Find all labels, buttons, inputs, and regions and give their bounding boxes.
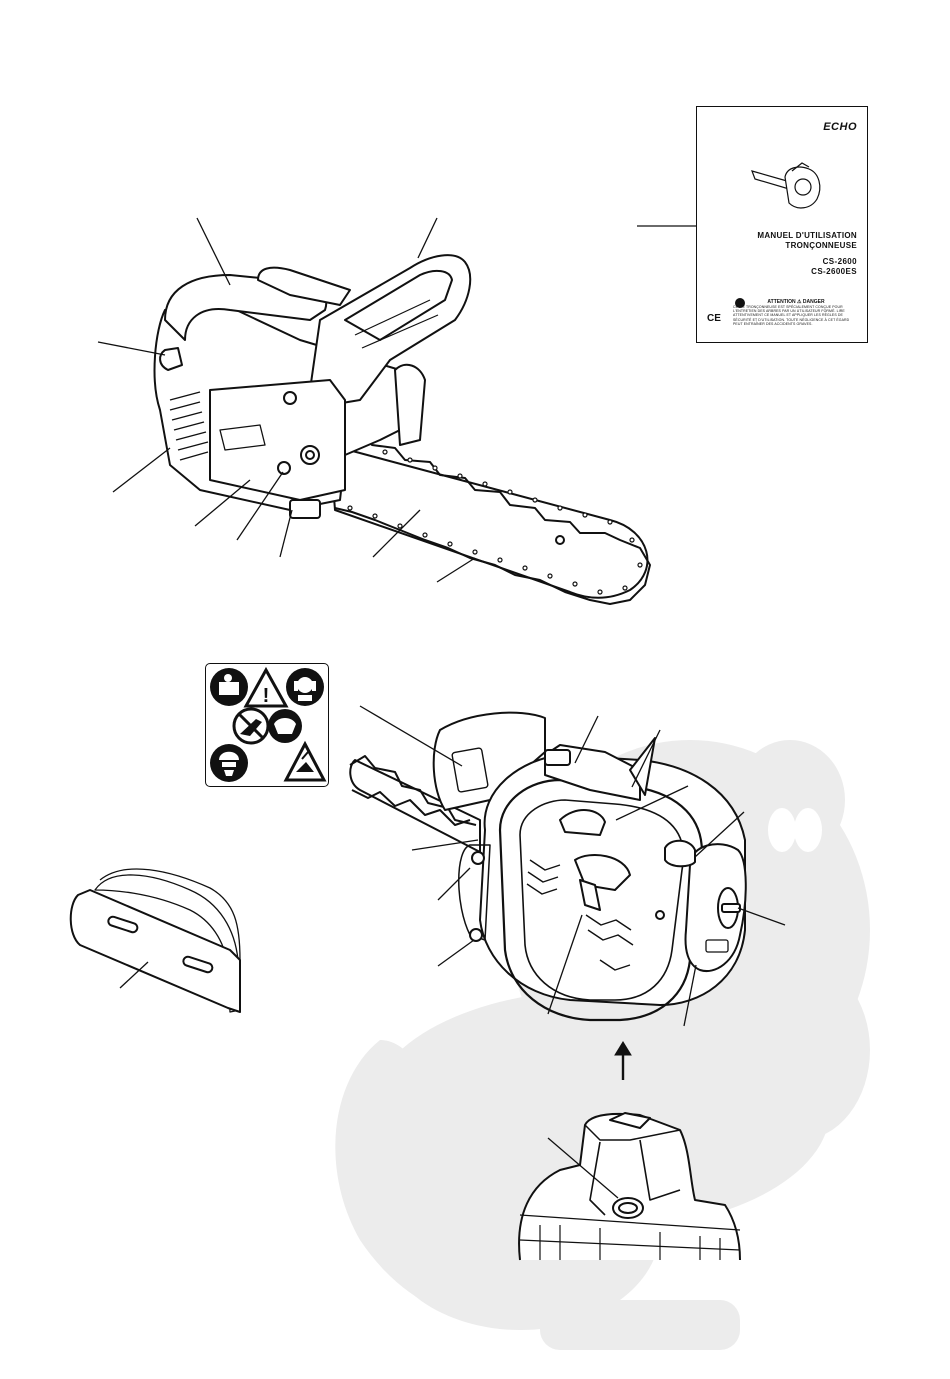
- chainsaw-top-view: [153, 254, 651, 605]
- read-manual-icon: [210, 668, 248, 706]
- ear-protection-icon: [286, 668, 324, 706]
- safety-pictograms: !: [210, 666, 327, 782]
- echo-logo: ECHO: [823, 121, 857, 133]
- leader-lines-rear: [359, 705, 786, 1027]
- model-number-2: CS-2600ES: [811, 267, 857, 276]
- helmet-icon: [210, 744, 248, 782]
- manual-cover: ECHO MANUEL D'UTILISATION TRONÇONNEUSE C…: [696, 106, 868, 343]
- scabbard-illustration: [69, 868, 241, 1013]
- two-hands-icon: [268, 709, 302, 743]
- leader-line-scabbard: [119, 961, 149, 989]
- warning-text: CETTE TRONÇONNEUSE EST SPÉCIALEMENT CONÇ…: [733, 305, 850, 326]
- manual-title-line1: MANUEL D'UTILISATION: [757, 231, 857, 240]
- leader-lines-top: [97, 217, 696, 583]
- chainsaw-rear-view: [349, 711, 747, 1022]
- leader-line-detail: [547, 1137, 619, 1199]
- up-arrow-icon: [614, 1041, 632, 1080]
- safety-decal: !: [205, 663, 329, 787]
- mini-chainsaw-icon: [751, 162, 821, 209]
- model-number-1: CS-2600: [822, 257, 857, 266]
- detail-illustration: [518, 1112, 741, 1261]
- read-manual-icon: [735, 298, 745, 308]
- kickback-warning-icon: [283, 740, 327, 782]
- no-one-hand-icon: [232, 707, 270, 745]
- manual-title-line2: TRONÇONNEUSE: [785, 241, 857, 250]
- svg-text:!: !: [263, 685, 270, 707]
- warning-box: ATTENTION ⚠ DANGER CETTE TRONÇONNEUSE ES…: [733, 299, 859, 337]
- warning-triangle-icon: !: [243, 666, 289, 708]
- warning-label: ATTENTION ⚠ DANGER: [767, 299, 825, 305]
- ce-mark: CE: [707, 313, 721, 324]
